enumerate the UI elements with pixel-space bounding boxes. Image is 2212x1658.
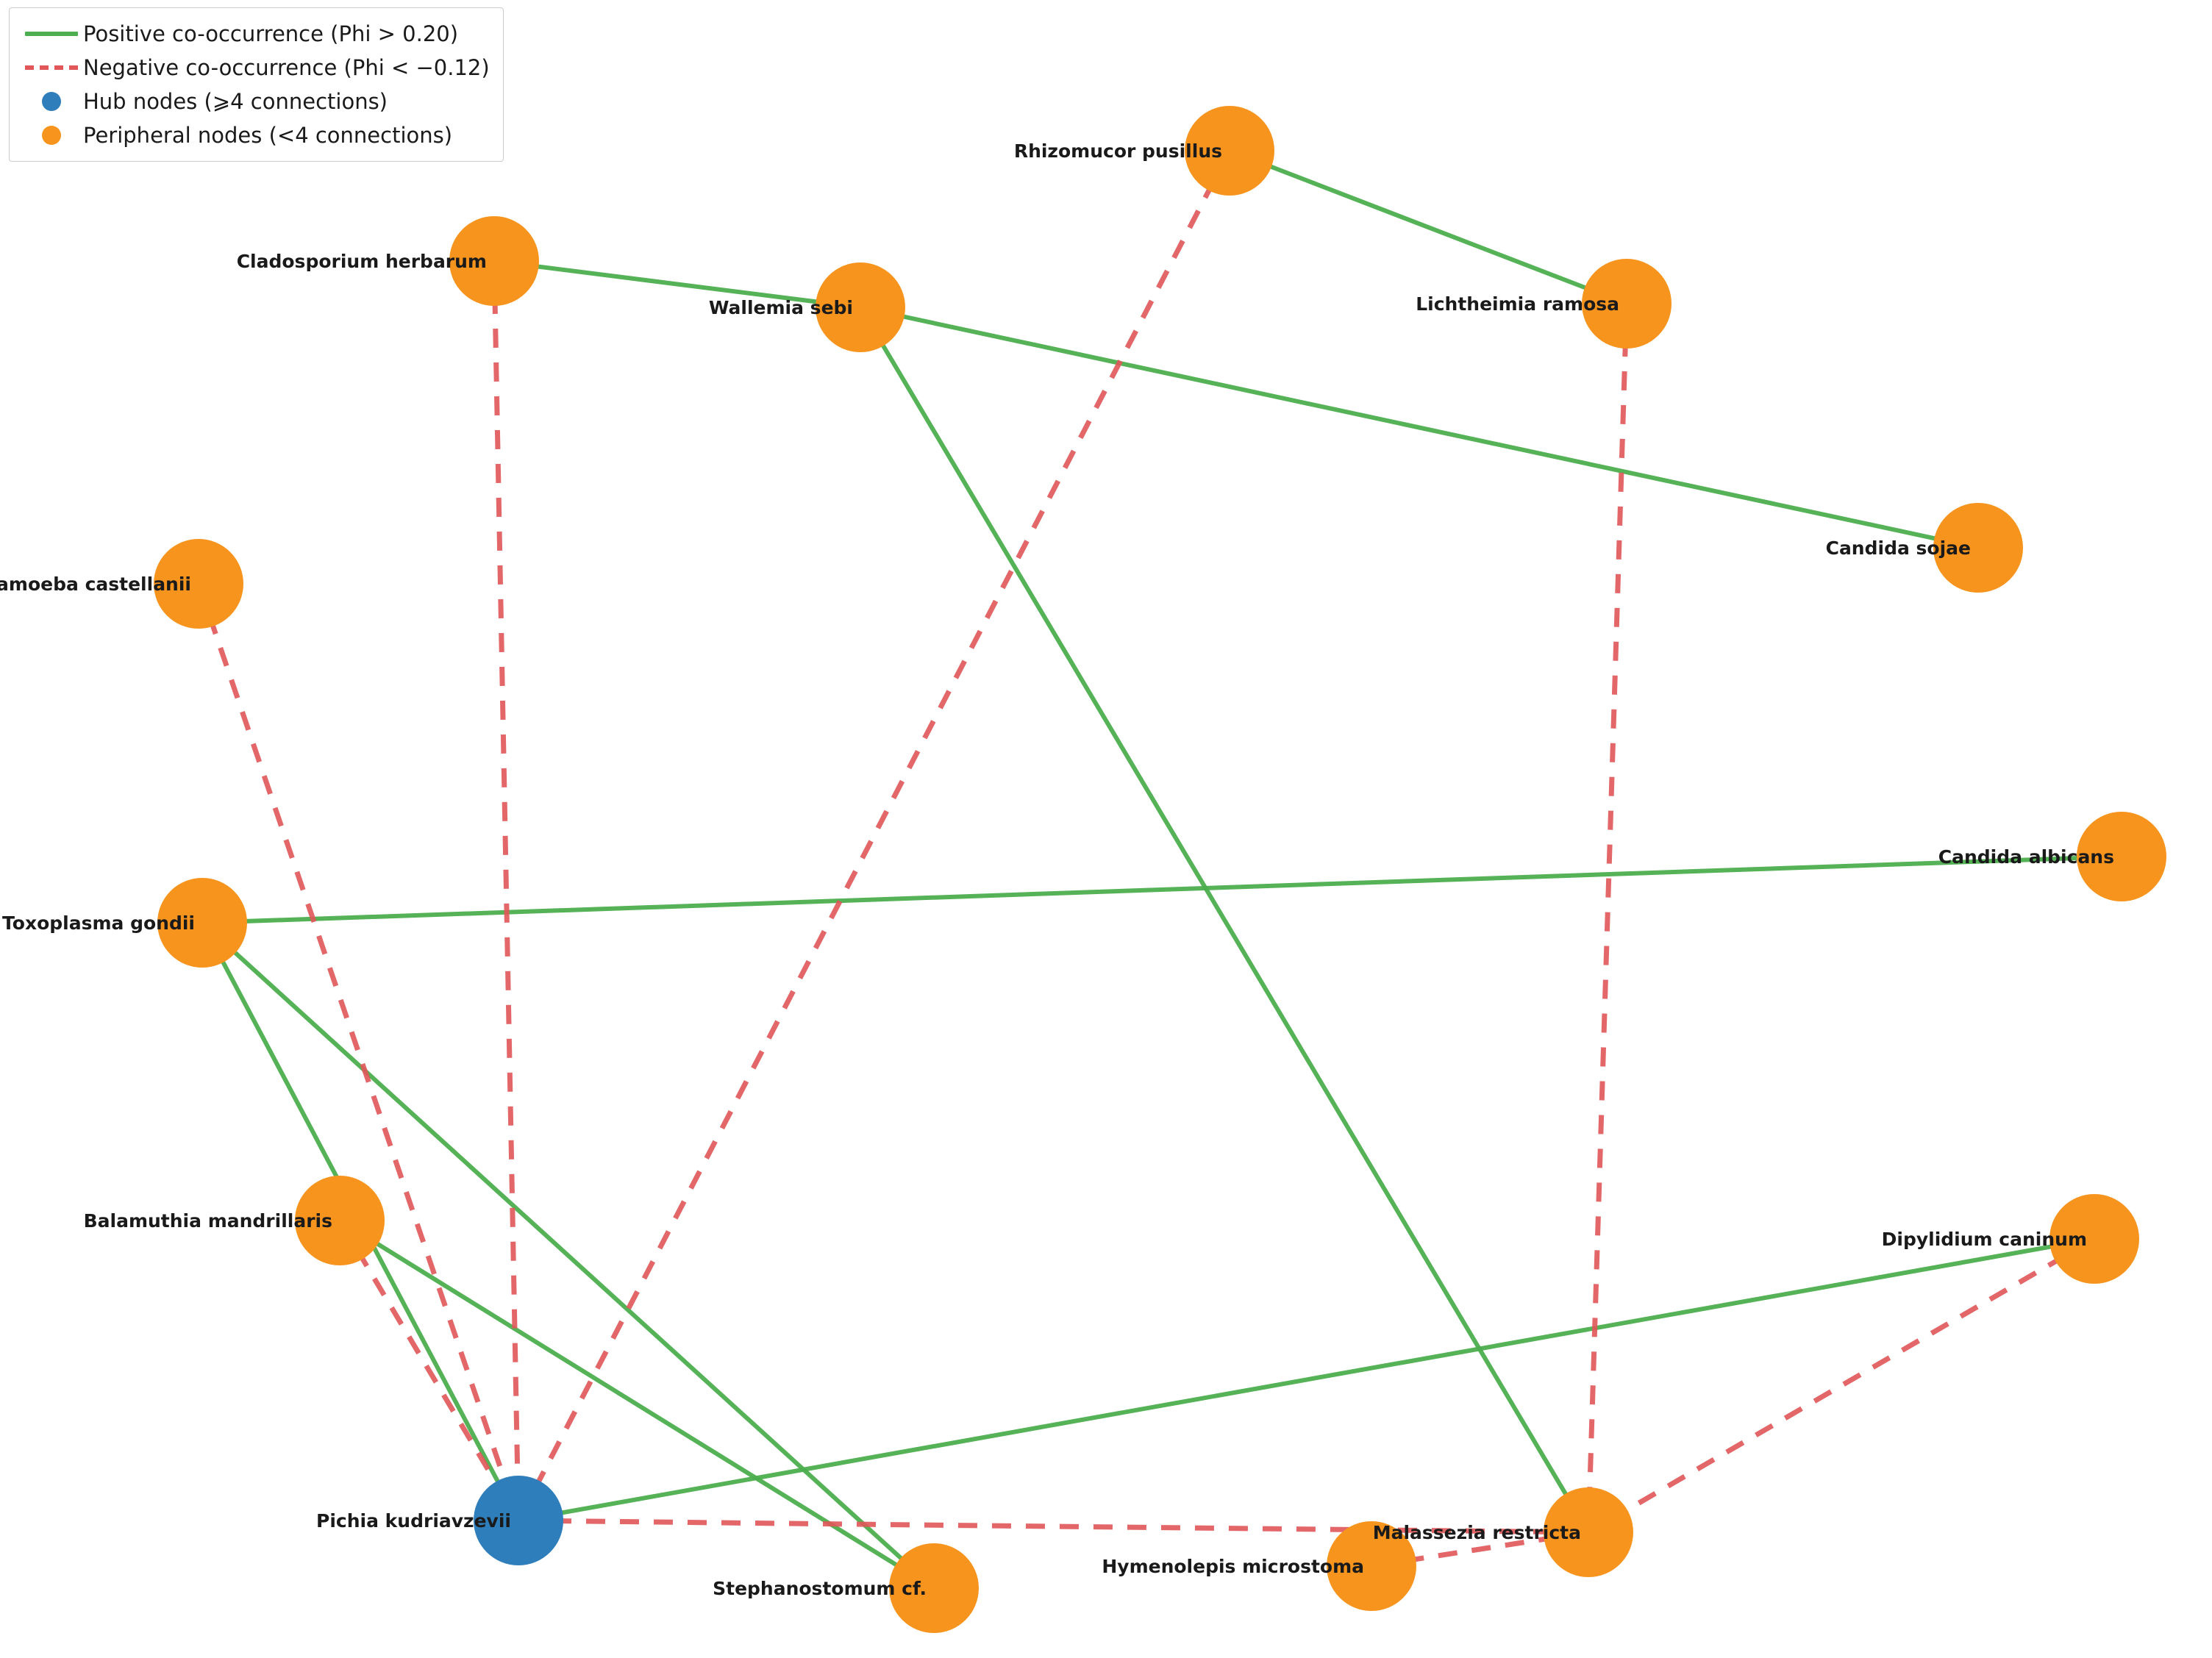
legend-label-peripheral: Peripheral nodes (<4 connections) [83, 122, 453, 148]
edge-positive [200, 921, 936, 1590]
node-label: Lichtheimia ramosa [1416, 293, 1619, 315]
edge-negative [515, 149, 1232, 1522]
node-label: Malassezia restricta [1373, 1522, 1581, 1543]
node-label: Cladosporium herbarum [237, 251, 487, 272]
graph-node[interactable] [1933, 503, 2023, 593]
graph-node[interactable] [1544, 1487, 1633, 1577]
edge-negative [196, 582, 521, 1522]
dashed-line-icon [20, 51, 83, 85]
node-label: Dipylidium caninum [1882, 1229, 2087, 1250]
graph-node[interactable] [295, 1176, 385, 1265]
graph-node[interactable] [157, 878, 247, 968]
node-label: Candida albicans [1938, 846, 2114, 868]
peripheral-node-icon [20, 118, 83, 152]
legend-label-hub: Hub nodes (⩾4 connections) [83, 88, 388, 114]
graph-node[interactable] [1582, 259, 1672, 349]
legend-item-hub: Hub nodes (⩾4 connections) [20, 85, 490, 118]
node-label: Pichia kudriavzevii [316, 1510, 511, 1532]
node-label: Balamuthia mandrillaris [84, 1210, 332, 1232]
node-layer [154, 106, 2166, 1633]
graph-node[interactable] [1327, 1521, 1416, 1611]
legend-item-peripheral: Peripheral nodes (<4 connections) [20, 118, 490, 152]
graph-node[interactable] [154, 539, 243, 629]
edge-positive [201, 854, 2122, 925]
edge-positive [1228, 149, 1628, 306]
node-label: Toxoplasma gondii [2, 912, 195, 934]
edge-negative [1585, 303, 1630, 1533]
edge-layer [196, 149, 2122, 1590]
legend: Positive co-occurrence (Phi > 0.20) Nega… [9, 7, 504, 162]
edge-positive [493, 259, 861, 310]
graph-node[interactable] [889, 1543, 979, 1633]
node-label: Acanthamoeba castellanii [0, 573, 191, 595]
edge-positive [338, 1218, 935, 1590]
edge-positive [858, 306, 1591, 1534]
legend-label-positive: Positive co-occurrence (Phi > 0.20) [83, 21, 459, 46]
legend-label-negative: Negative co-occurrence (Phi < −0.12) [83, 54, 490, 80]
node-label: Hymenolepis microstoma [1102, 1556, 1364, 1577]
node-label: Candida sojae [1826, 537, 1971, 559]
hub-node-icon [20, 85, 83, 118]
graph-node[interactable] [2077, 812, 2166, 901]
edge-negative [491, 260, 521, 1521]
node-label: Stephanostomum cf. [713, 1578, 927, 1599]
node-label: Rhizomucor pusillus [1014, 140, 1222, 162]
graph-node[interactable] [449, 216, 539, 306]
graph-node[interactable] [2049, 1194, 2139, 1284]
graph-node[interactable] [474, 1476, 563, 1565]
legend-item-negative: Negative co-occurrence (Phi < −0.12) [20, 51, 490, 85]
edge-positive [518, 1237, 2095, 1523]
node-label: Wallemia sebi [709, 297, 853, 318]
graph-node[interactable] [816, 262, 905, 352]
edge-negative [1587, 1236, 2096, 1535]
edge-positive [860, 305, 1979, 550]
graph-node[interactable] [1185, 106, 1274, 196]
solid-line-icon [20, 17, 83, 51]
edge-negative [337, 1219, 521, 1522]
edge-negative [518, 1518, 1589, 1535]
legend-item-positive: Positive co-occurrence (Phi > 0.20) [20, 17, 490, 51]
